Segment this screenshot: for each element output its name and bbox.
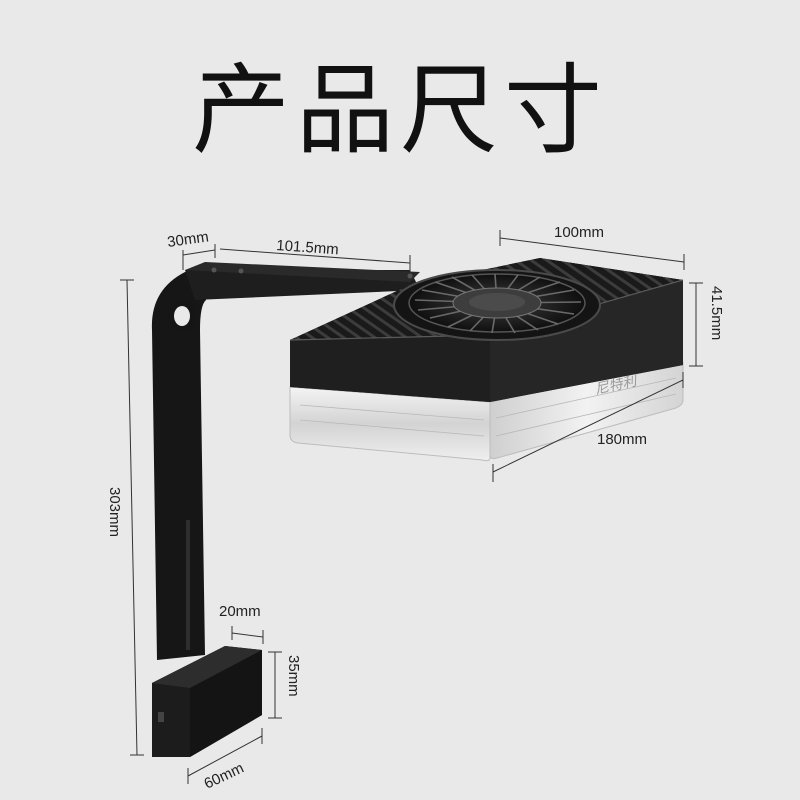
dim-lamp-height: 41.5mm	[708, 286, 725, 340]
dim-clamp-height: 35mm	[285, 655, 302, 697]
dimension-lines	[120, 230, 703, 784]
cooling-fan	[393, 269, 601, 341]
page-title: 产品尺寸	[191, 54, 608, 168]
dim-lamp-width: 100mm	[554, 224, 604, 241]
lamp-body: 尼特利	[289, 258, 684, 462]
dim-arm-length: 101.5mm	[276, 237, 340, 258]
dim-bracket-offset: 30mm	[166, 228, 210, 251]
dim-clamp-width: 20mm	[219, 603, 261, 620]
mounting-bracket	[151, 262, 420, 660]
dim-lamp-length: 180mm	[597, 431, 647, 448]
dim-total-height: 303mm	[106, 487, 123, 537]
tank-clamp	[152, 646, 262, 757]
